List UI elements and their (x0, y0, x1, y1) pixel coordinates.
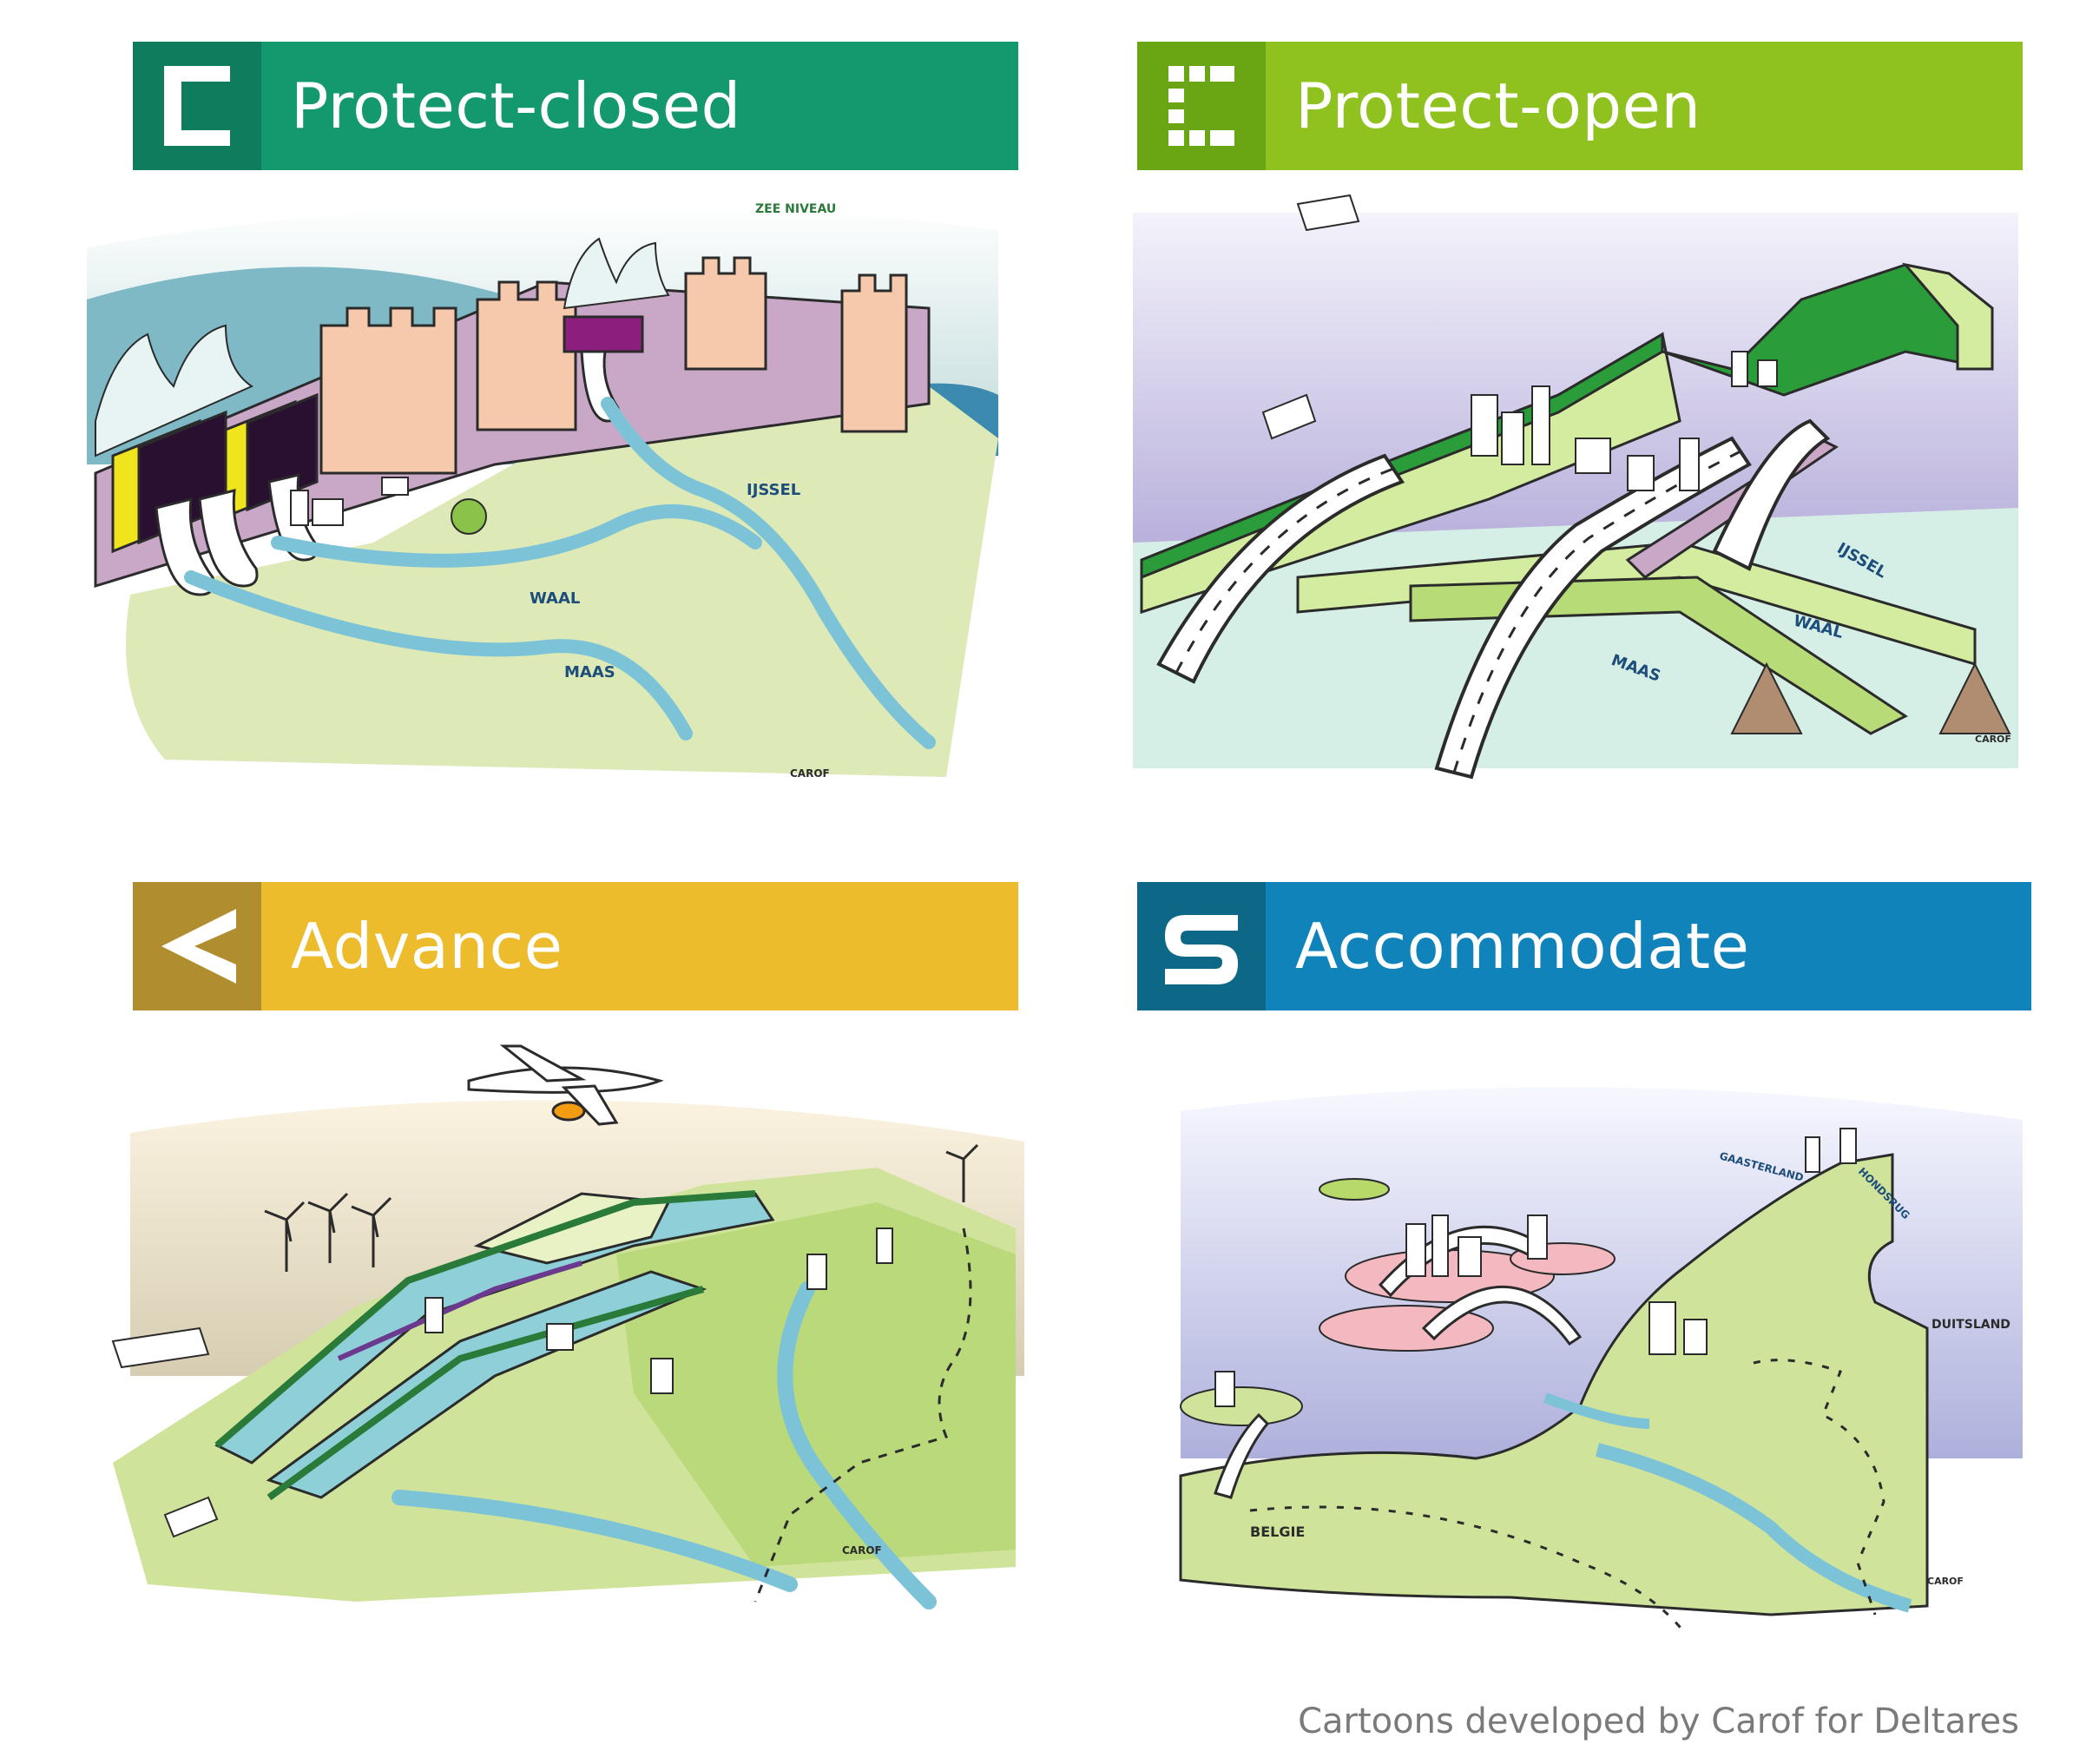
signature-carof: CAROF (842, 1544, 882, 1557)
panel-title: Protect-open (1295, 69, 1701, 142)
label-duitsland: DUITSLAND (1932, 1318, 2010, 1332)
closed-bracket-icon (133, 42, 261, 170)
label-zee-niveau: ZEE NIVEAU (755, 202, 836, 216)
banner-advance: Advance (133, 882, 1018, 1010)
image-credit: Cartoons developed by Carof for Deltares (1298, 1701, 2019, 1741)
label-ijssel: IJSSEL (747, 481, 800, 499)
panel-title: Accommodate (1295, 910, 1750, 983)
illustration-protect-closed: ZEE NIVEAU IJSSEL WAAL MAAS CAROF (87, 202, 998, 780)
banner-protect-open: Protect-open (1137, 42, 2023, 170)
signature-carof: CAROF (1927, 1576, 1964, 1587)
label-belgie: BELGIE (1250, 1524, 1305, 1540)
banner-protect-closed: Protect-closed (133, 42, 1018, 170)
illustration-protect-open: IJSSEL WAAL MAAS CAROF (1133, 194, 2018, 780)
banner-accommodate: Accommodate (1137, 882, 2031, 1010)
panel-title: Protect-closed (291, 69, 741, 142)
label-maas: MAAS (564, 663, 615, 681)
open-bracket-icon (1137, 42, 1266, 170)
illustration-advance: CAROF (111, 1044, 1024, 1609)
signature-carof: CAROF (790, 767, 830, 780)
label-waal: WAAL (530, 589, 580, 608)
chevron-left-icon (133, 882, 261, 1010)
panel-title: Advance (291, 910, 563, 983)
signature-carof: CAROF (1975, 734, 2011, 745)
illustration-accommodate: GAASTERLAND HONDSRUG DUITSLAND BELGIE CA… (1179, 1087, 2023, 1633)
waves-icon (1137, 882, 1266, 1010)
